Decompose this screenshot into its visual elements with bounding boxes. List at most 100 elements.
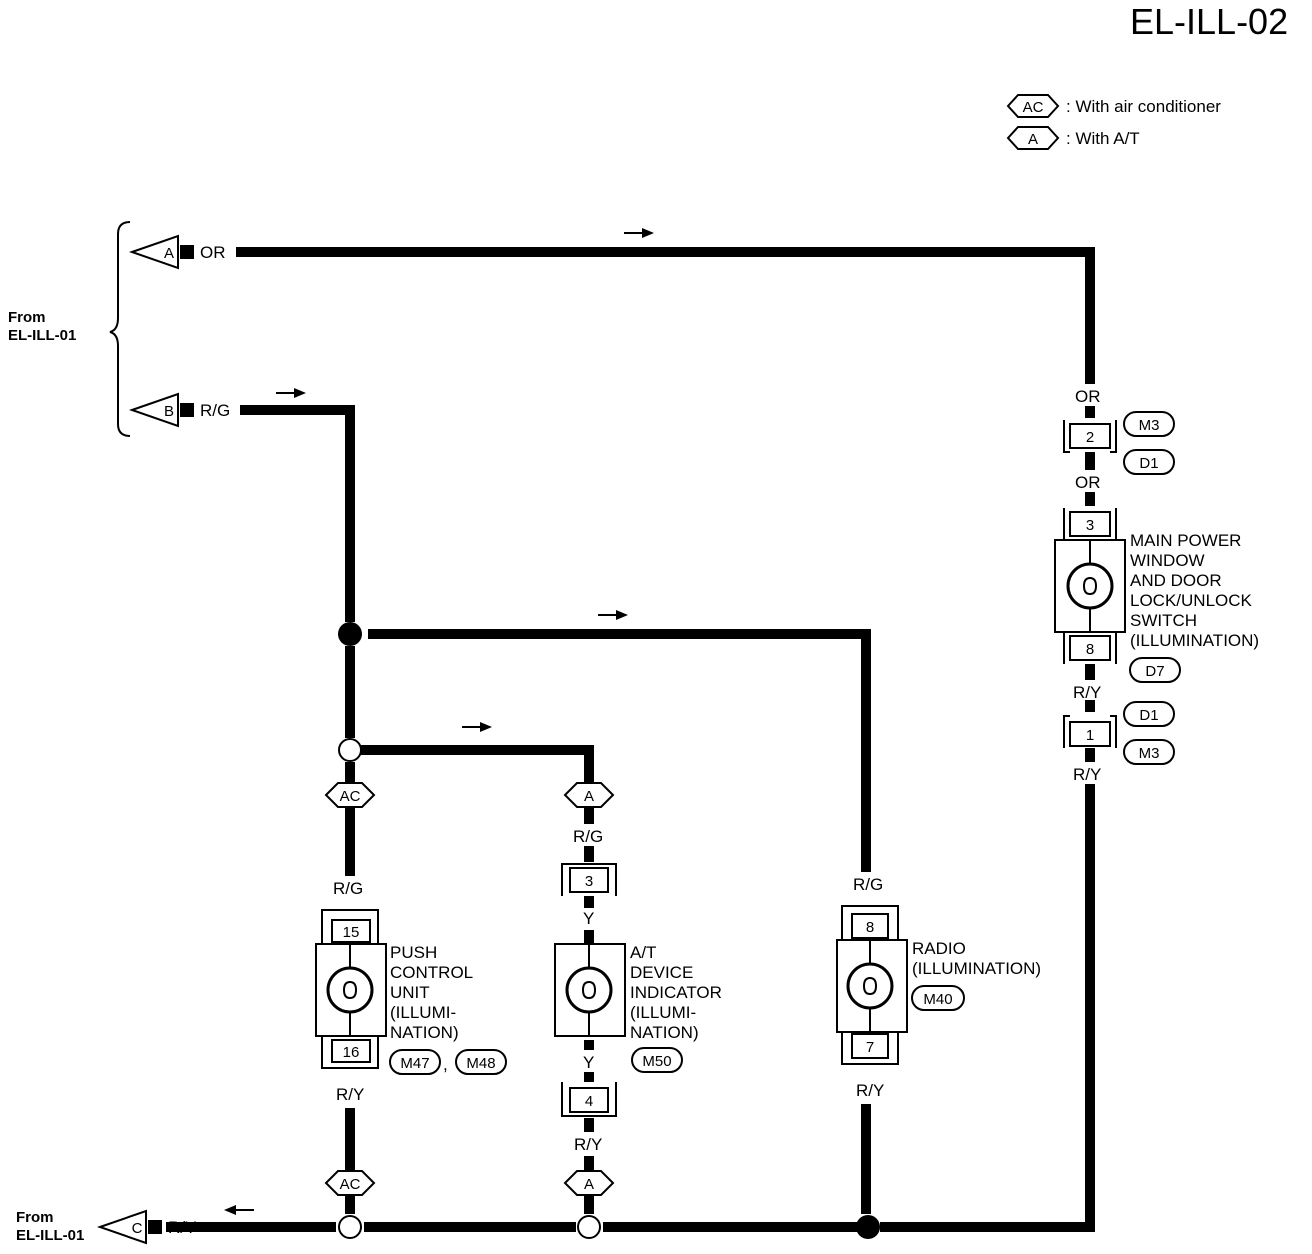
push-control-unit: 15 16: [315, 909, 387, 1069]
mp-conn-d1-top-label: D1: [1139, 455, 1158, 472]
diagram-title: EL-ILL-02: [1130, 1, 1288, 42]
mp-conn-d7: [1129, 657, 1181, 683]
at-option-bottom: [563, 1170, 615, 1196]
wire-label-or-top: OR: [200, 243, 226, 262]
wire-label-rg-top: R/G: [200, 401, 230, 420]
from-bottom-line2: EL-ILL-01: [16, 1227, 84, 1244]
at-device-indicator: [554, 943, 626, 1037]
terminal-c-pin: [148, 1220, 162, 1234]
legend-ac-symbol-label: AC: [1023, 99, 1044, 116]
at-conn-bottom-pin: 4: [585, 1093, 593, 1110]
junction-top-filled: [338, 622, 362, 646]
radio-wire-ry: R/Y: [856, 1081, 884, 1100]
junction-bottom-open-2: [577, 1215, 601, 1239]
radio-illumination: 8 7: [836, 905, 908, 1065]
mp-connector-top: 2: [1063, 420, 1117, 453]
at-conn-m50-label: M50: [642, 1053, 671, 1070]
push-conn-m47-label: M47: [400, 1055, 429, 1072]
from-top-group: From EL-ILL-01: [8, 221, 131, 437]
radio-filament-icon: [863, 976, 878, 996]
radio-name-2: (ILLUMINATION): [912, 959, 1041, 978]
mp-name-5: SWITCH: [1130, 611, 1197, 630]
terminal-b-label: B: [164, 403, 174, 420]
wire-rg-radio: [368, 629, 871, 872]
flow-arrow-4-head: [480, 722, 492, 732]
wire-rg-down: [240, 405, 355, 622]
terminal-b-arrow: [128, 392, 179, 428]
mp-name-2: WINDOW: [1130, 551, 1205, 570]
radio-bottom-bracket: [841, 1032, 899, 1065]
at-conn-bottom-box: [569, 1087, 609, 1113]
radio-pin-out: 7: [866, 1039, 874, 1056]
at-conn-m50: [631, 1047, 683, 1073]
at-conn-top-bracket: [561, 863, 617, 896]
mp-wire-or1: OR: [1075, 387, 1101, 406]
flow-arrow-2-head: [294, 388, 306, 398]
mp-conn-d7-label: D7: [1145, 663, 1164, 680]
terminal-a-arrow: [128, 234, 179, 270]
from-top-line2: EL-ILL-01: [8, 327, 76, 344]
at-wire-ry: R/Y: [574, 1135, 602, 1154]
mp-conn-m3-bottom-label: M3: [1139, 745, 1160, 762]
push-pin-in: 15: [343, 924, 360, 941]
junction-bottom-open-1: [338, 1215, 362, 1239]
mp-switch: 3 8: [1054, 508, 1126, 664]
mp-name-3: AND DOOR: [1130, 571, 1222, 590]
at-wire-y1: Y: [583, 909, 594, 928]
mp-conn-bottom-bracket-left: [1063, 715, 1070, 748]
wire-rg-at: [360, 745, 594, 782]
mp-pin-out-box: [1069, 635, 1111, 661]
terminal-a-label: A: [164, 245, 174, 262]
mp-pin-in: 3: [1086, 517, 1094, 534]
current-arrows: [224, 228, 654, 1215]
mp-conn-m3-top-label: M3: [1139, 417, 1160, 434]
flow-arrow-1-head: [642, 228, 654, 238]
mp-conn-bottom-pin: 1: [1086, 727, 1094, 744]
legend-ac-symbol: [1006, 94, 1060, 118]
push-option-top-label: AC: [340, 788, 361, 805]
mp-conn-d1-top: [1123, 449, 1175, 475]
wire-or-top: [236, 247, 1095, 384]
push-wire-ry: R/Y: [336, 1085, 364, 1104]
from-top-line1: From: [8, 309, 46, 326]
at-name-1: A/T: [630, 943, 656, 962]
mp-conn-m3-top: [1123, 411, 1175, 437]
mp-conn-top-bracket-right: [1110, 420, 1117, 453]
radio-bulb-icon: [846, 962, 894, 1010]
radio-pin-in: 8: [866, 919, 874, 936]
at-wire-y2: Y: [583, 1053, 594, 1072]
at-option-top-label: A: [584, 788, 594, 805]
terminal-b-pin: [180, 403, 194, 417]
from-bottom-line1: From: [16, 1209, 54, 1226]
at-conn-top-pin: 3: [585, 873, 593, 890]
mp-connector-bottom: 1: [1063, 715, 1117, 748]
legend-ac-text: : With air conditioner: [1066, 97, 1221, 116]
mp-conn-bottom-bracket-right: [1110, 715, 1117, 748]
at-name-4: (ILLUMI-: [630, 1003, 696, 1022]
push-wire-rg: R/G: [333, 879, 363, 898]
push-conn-m48: [455, 1049, 507, 1075]
radio-wire-rg: R/G: [853, 875, 883, 894]
radio-conn-m40: [911, 985, 965, 1011]
mp-conn-top-box: [1069, 423, 1111, 449]
at-option-top: [563, 782, 615, 808]
mp-name-4: LOCK/UNLOCK: [1130, 591, 1253, 610]
mp-pin-in-box: [1069, 511, 1111, 537]
mp-pin-out: 8: [1086, 641, 1094, 658]
push-name-1: PUSH: [390, 943, 437, 962]
push-conn-m48-label: M48: [466, 1055, 495, 1072]
at-name-3: INDICATOR: [630, 983, 722, 1002]
at-wire-rg: R/G: [573, 827, 603, 846]
radio-conn-m40-label: M40: [923, 991, 952, 1008]
push-option-bottom-label: AC: [340, 1176, 361, 1193]
legend-at-symbol: [1006, 126, 1060, 150]
mp-filament-icon: [1083, 576, 1098, 596]
junction-bottom-filled: [856, 1215, 880, 1239]
radio-pin-in-box: [851, 913, 889, 939]
at-conn-bottom-bracket: [561, 1082, 617, 1117]
at-filament-icon: [582, 980, 597, 1000]
at-connector-top: 3: [561, 863, 617, 896]
push-name-2: CONTROL: [390, 963, 473, 982]
push-bottom-bracket: [321, 1036, 379, 1069]
push-bulb-icon: [326, 966, 374, 1014]
